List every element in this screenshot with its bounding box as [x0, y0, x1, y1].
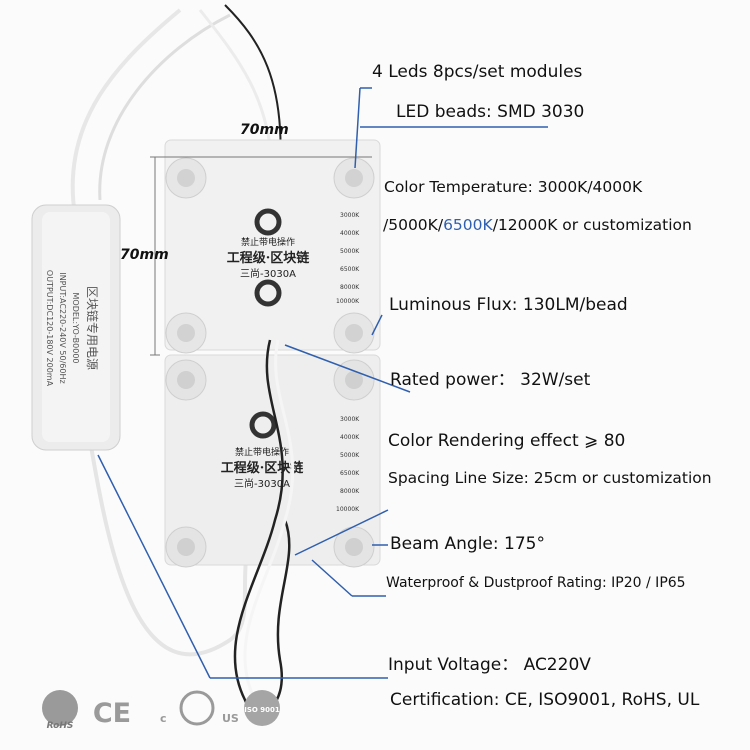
module-top-warning: 禁止带电操作: [241, 236, 295, 248]
module-bottom-model: 三尚-3030A: [234, 477, 290, 490]
height-label: 70mm: [120, 247, 169, 263]
leader-lines: [97, 87, 548, 679]
svg-text:10000K: 10000K: [336, 506, 360, 513]
iso-icon: [244, 690, 280, 726]
led-module-top: 禁止带电操作 工程级·区块链 三尚-3030A 3000K 4000K 5000…: [164, 139, 381, 354]
cert-logos: RoHS CE c US ISO 9001: [42, 690, 280, 731]
module-top-brand: 工程级·区块链: [227, 250, 311, 266]
connecting-wire: [233, 339, 291, 713]
driver-line3: INPUT:AC220-240V 50/60Hz: [58, 272, 67, 383]
width-label: 70mm: [240, 122, 289, 138]
ce-icon: CE: [93, 698, 131, 729]
driver-line4: OUTPUT:DC120-180V 200mA: [45, 270, 54, 387]
driver-cable-top: [70, 8, 182, 216]
led-module-bottom: 禁止带电操作 工程级·区块链 三尚-3030A 3000K 4000K 5000…: [164, 354, 381, 568]
svg-text:3000K: 3000K: [340, 416, 360, 423]
spec-color-rendering: Color Rendering effect ⩾ 80: [388, 431, 626, 451]
svg-text:ISO 9001: ISO 9001: [244, 706, 280, 714]
module-bottom-temps: 3000K 4000K 5000K 6500K 8000K 10000K: [336, 416, 360, 513]
svg-text:6500K: 6500K: [340, 470, 360, 477]
spec-color-temp-line1: Color Temperature: 3000K/4000K: [384, 178, 643, 196]
svg-text:5000K: 5000K: [340, 248, 360, 255]
svg-text:4000K: 4000K: [340, 434, 360, 441]
svg-text:US: US: [222, 712, 239, 725]
module-top-model: 三尚-3030A: [240, 267, 296, 280]
spec-input-voltage: Input Voltage： AC220V: [388, 655, 591, 675]
rohs-icon: [42, 690, 78, 726]
svg-text:c: c: [160, 712, 167, 725]
spec-rated-power: Rated power： 32W/set: [390, 370, 591, 390]
led-driver: 区块链专用电源 MODEL:YO-B0000 INPUT:AC220-240V …: [31, 204, 121, 451]
module-top-temps: 3000K 4000K 5000K 6500K 8000K 10000K: [336, 212, 360, 305]
svg-text:6500K: 6500K: [340, 266, 360, 273]
spec-spacing: Spacing Line Size: 25cm or customization: [388, 469, 712, 487]
spec-color-temp-line2: /5000K/6500K/12000K or customization: [383, 216, 692, 234]
spec-waterproof: Waterproof & Dustproof Rating: IP20 / IP…: [386, 575, 686, 591]
svg-text:5000K: 5000K: [340, 452, 360, 459]
driver-line1: 区块链专用电源: [85, 286, 100, 370]
svg-text:4000K: 4000K: [340, 230, 360, 237]
svg-text:8000K: 8000K: [340, 488, 360, 495]
driver-line2: MODEL:YO-B0000: [71, 293, 80, 364]
spec-modules: 4 Leds 8pcs/set modules: [372, 62, 583, 82]
spec-certification: Certification: CE, ISO9001, RoHS, UL: [390, 690, 700, 710]
spec-luminous-flux: Luminous Flux: 130LM/bead: [389, 295, 628, 315]
svg-text:8000K: 8000K: [340, 284, 360, 291]
module-bottom-warning: 禁止带电操作: [235, 446, 289, 458]
spec-beads: LED beads: SMD 3030: [396, 102, 585, 122]
driver-cable-bottom: [88, 439, 262, 657]
svg-text:3000K: 3000K: [340, 212, 360, 219]
ul-icon: [179, 690, 215, 726]
spec-beam-angle: Beam Angle: 175°: [390, 534, 545, 554]
svg-text:RoHS: RoHS: [47, 721, 74, 731]
svg-text:10000K: 10000K: [336, 298, 360, 305]
